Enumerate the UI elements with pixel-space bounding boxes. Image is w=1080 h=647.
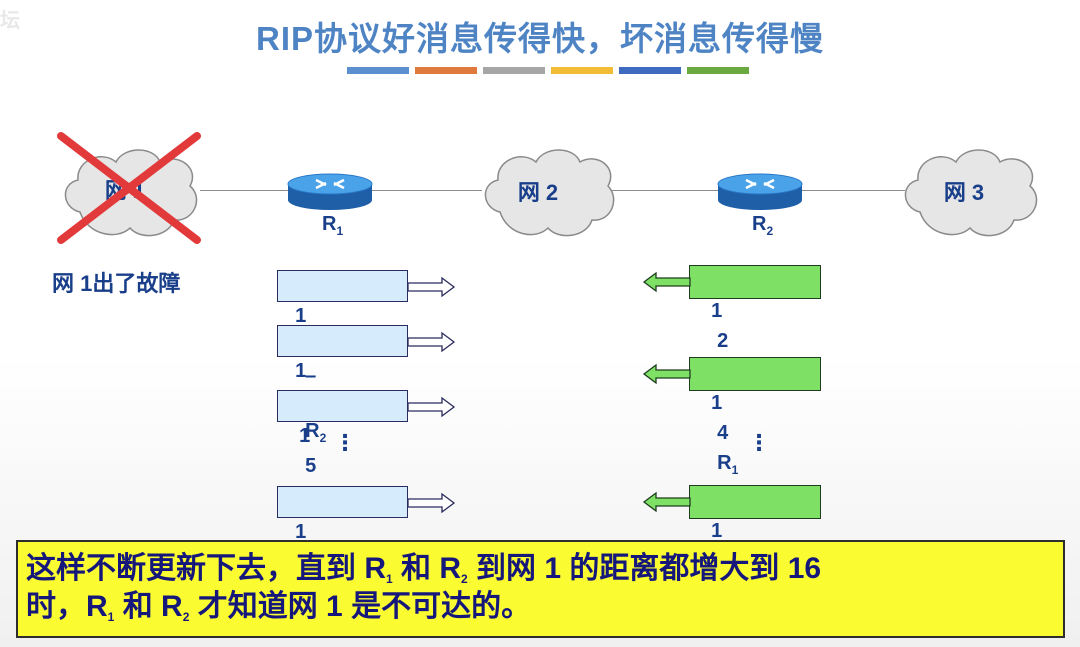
fault-label: 网 1出了故障 bbox=[52, 271, 181, 296]
slide-title: RIP协议好消息传得快，坏消息传得慢 bbox=[255, 20, 824, 57]
note-text: 才知道网 1 是不可达的。 bbox=[189, 590, 532, 623]
link-r2-net3 bbox=[800, 190, 905, 191]
message-distance: 4 bbox=[717, 422, 729, 444]
cloud-net3-icon bbox=[904, 149, 1038, 237]
arrow-right-icon bbox=[407, 276, 456, 298]
cloud-net2-icon bbox=[484, 149, 615, 237]
router-r2-letter: R bbox=[752, 213, 767, 235]
router-r1-label: R1 bbox=[322, 213, 344, 238]
message-next-hop: R bbox=[305, 420, 320, 442]
color-bar-segment bbox=[415, 67, 477, 74]
r2-message-box: 1 2 R1 bbox=[689, 265, 821, 384]
message-next-hop-subscript: 1 bbox=[731, 463, 739, 477]
r2-message-box: 1 16 R1 bbox=[689, 485, 821, 604]
link-net2-r2 bbox=[612, 190, 720, 191]
message-next-hop-subscript: 2 bbox=[319, 431, 327, 445]
r2-ellipsis: ⋮ bbox=[748, 430, 770, 455]
router-r2-subscript: 2 bbox=[766, 224, 774, 238]
router-r1-letter: R bbox=[322, 213, 337, 235]
message-next-hop: – bbox=[305, 365, 317, 387]
message-net: 1 bbox=[299, 425, 311, 447]
arrow-left-icon bbox=[642, 363, 691, 385]
note-text: 到网 1 的距离都增大到 16 bbox=[467, 552, 822, 585]
router-r2-label: R2 bbox=[752, 213, 774, 238]
arrow-right-icon bbox=[407, 331, 456, 353]
link-net1-r1 bbox=[200, 190, 290, 191]
r1-message-box: 1 16 – bbox=[277, 270, 408, 387]
note-line-1: 这样不断更新下去，直到 R1 和 R2 到网 1 的距离都增大到 16 bbox=[26, 550, 1055, 588]
corner-watermark-text: 坛 bbox=[0, 10, 20, 32]
router-r2-icon bbox=[717, 173, 803, 210]
note-subscript: 1 bbox=[107, 610, 115, 624]
r2-message-box: 1 4 R1 bbox=[689, 357, 821, 476]
r1-ellipsis: ⋮ bbox=[334, 430, 356, 455]
color-bar-segment bbox=[551, 67, 613, 74]
message-net: 1 bbox=[711, 520, 723, 542]
arrow-right-icon bbox=[407, 492, 456, 514]
explanation-note: 这样不断更新下去，直到 R1 和 R2 到网 1 的距离都增大到 16 时，R1… bbox=[16, 540, 1065, 638]
message-distance: 5 bbox=[305, 455, 317, 477]
message-distance: 2 bbox=[717, 330, 729, 352]
note-text: 和 R bbox=[392, 552, 462, 585]
message-net: 1 bbox=[295, 360, 307, 382]
note-text: 和 R bbox=[114, 590, 183, 623]
note-subscript: 1 bbox=[386, 572, 393, 586]
message-next-hop: R bbox=[717, 452, 732, 474]
arrow-left-icon bbox=[642, 491, 691, 513]
note-line-2: 时，R1 和 R2 才知道网 1 是不可达的。 bbox=[26, 588, 1055, 626]
message-net: 1 bbox=[295, 305, 307, 327]
message-net: 1 bbox=[711, 300, 723, 322]
note-text: 这样不断更新下去，直到 R bbox=[26, 552, 386, 585]
message-net: 1 bbox=[711, 392, 723, 414]
router-r1-subscript: 1 bbox=[336, 224, 344, 238]
arrow-left-icon bbox=[642, 271, 691, 293]
color-bar-segment bbox=[347, 67, 409, 74]
note-subscript: 2 bbox=[461, 572, 468, 586]
note-subscript: 2 bbox=[182, 610, 190, 624]
net2-label: 网 2 bbox=[517, 180, 559, 205]
arrow-right-icon bbox=[407, 396, 456, 418]
note-text: 时，R bbox=[26, 590, 108, 623]
router-r1-icon bbox=[287, 173, 373, 210]
color-bar-segment bbox=[687, 67, 749, 74]
color-bar-segment bbox=[619, 67, 681, 74]
link-r1-net2 bbox=[370, 190, 482, 191]
color-bar-segment bbox=[483, 67, 545, 74]
r1-message-box: 1 3 R2 bbox=[277, 325, 408, 444]
failure-cross-icon bbox=[57, 132, 201, 244]
r1-message-box: 1 5 R2 bbox=[277, 390, 408, 509]
net3-label: 网 3 bbox=[943, 180, 985, 205]
r1-message-box: 1 16 R2 bbox=[277, 486, 408, 605]
message-net: 1 bbox=[295, 521, 307, 543]
